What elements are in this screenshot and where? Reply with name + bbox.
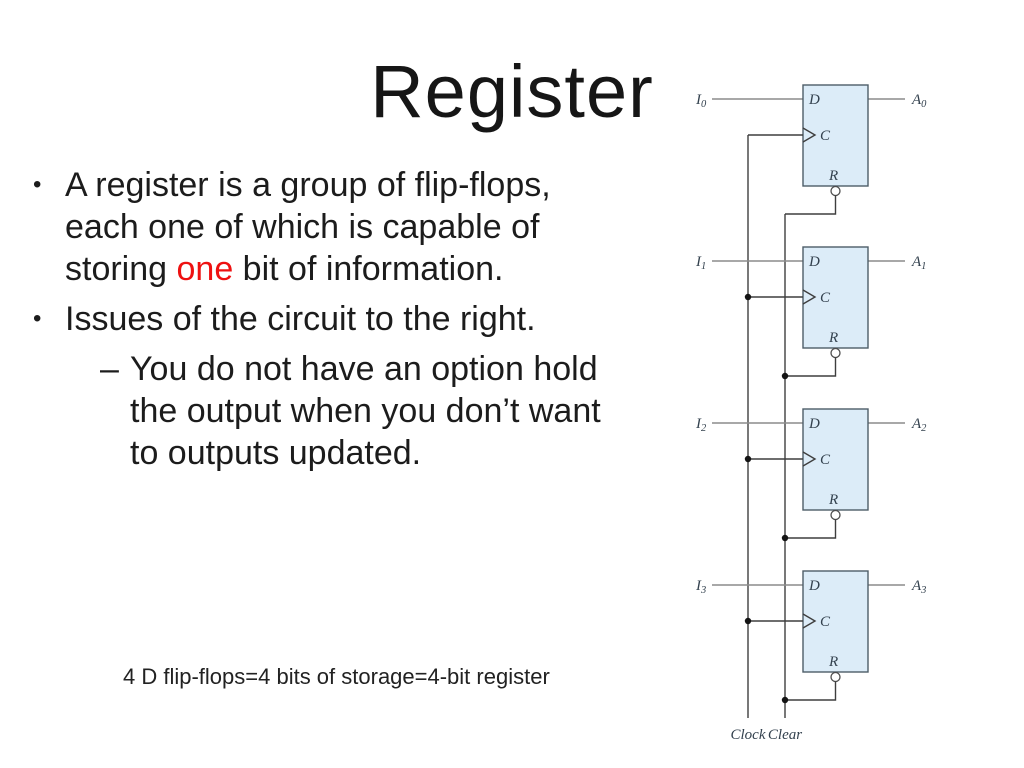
input-label: I2 [695,416,707,434]
flipflop-0: D C R I0 A0 [695,84,927,215]
reset-bubble-icon [830,185,841,197]
flipflop-3: D C R I3 A3 [695,570,926,704]
input-label: I3 [695,578,706,596]
reset-bubble-icon [830,509,841,521]
input-label: I1 [695,254,706,272]
r-pin-label: R [828,492,838,508]
bullet-item-1: • A register is a group of flip-flops, e… [25,164,685,290]
page-title: Register [370,50,654,133]
clock-junction-dot [744,617,752,625]
clock-triangle-icon [802,289,817,305]
bullet-1-line-2: each one of which is capable of [65,208,540,246]
c-pin-label: C [820,614,831,630]
sub-bullet-line-2: the output when you don’t want [130,392,601,430]
clear-junction-dot [781,534,789,542]
bullet-1-line-3-post: bit of information. [233,250,504,288]
circuit-diagram: Clock Clear D C R I0 A0 [695,84,927,743]
bullet-1-line-3: storing one bit of information. [65,248,551,290]
bullet-marker: • [33,171,42,198]
clock-triangle-icon [802,451,817,467]
bullet-1-line-1: A register is a group of flip-flops, [65,166,551,204]
reset-wire [785,357,837,377]
output-label: A0 [911,92,927,110]
c-pin-label: C [820,452,831,468]
highlighted-word: one [176,250,234,288]
bullet-item-2: • Issues of the circuit to the right. [25,298,685,340]
d-pin-label: D [808,416,820,432]
d-pin-label: D [808,254,820,270]
bullet-list: • A register is a group of flip-flops, e… [25,164,685,474]
output-label: A3 [911,578,926,596]
input-label: I0 [695,92,707,110]
clock-triangle-icon [802,127,817,143]
reset-bubble-icon [830,671,841,683]
sub-bullet-text: You do not have an option hold the outpu… [130,348,601,474]
clock-junction-dot [744,455,752,463]
flipflop-1: D C R I1 A1 [695,246,926,380]
bullet-text-1: A register is a group of flip-flops, eac… [65,164,551,290]
clock-label: Clock [731,727,766,743]
reset-wire [785,681,837,701]
sub-bullet-line-1: You do not have an option hold [130,350,598,388]
d-pin-label: D [808,578,820,594]
bullet-text-2: Issues of the circuit to the right. [65,300,536,338]
sub-bullet-marker: – [100,350,119,388]
caption: 4 D flip-flops=4 bits of storage=4-bit r… [123,664,550,689]
output-label: A2 [911,416,927,434]
clock-triangle-icon [802,613,817,629]
reset-wire [785,195,837,215]
d-pin-label: D [808,92,820,108]
bullet-1-line-3-pre: storing [65,250,177,288]
clear-junction-dot [781,372,789,380]
reset-wire [785,519,837,539]
clock-junction-dot [744,293,752,301]
clear-junction-dot [781,696,789,704]
reset-bubble-icon [830,347,841,359]
r-pin-label: R [828,654,838,670]
c-pin-label: C [820,128,831,144]
bullet-marker: • [33,305,42,332]
r-pin-label: R [828,330,838,346]
c-pin-label: C [820,290,831,306]
sub-bullet-line-3: to outputs updated. [130,434,422,472]
clear-label: Clear [768,727,802,743]
sub-bullet-item: – You do not have an option hold the out… [25,348,685,474]
r-pin-label: R [828,168,838,184]
flipflop-2: D C R I2 A2 [695,408,927,542]
output-label: A1 [911,254,926,272]
clock-clear-bus: Clock Clear [731,135,802,743]
